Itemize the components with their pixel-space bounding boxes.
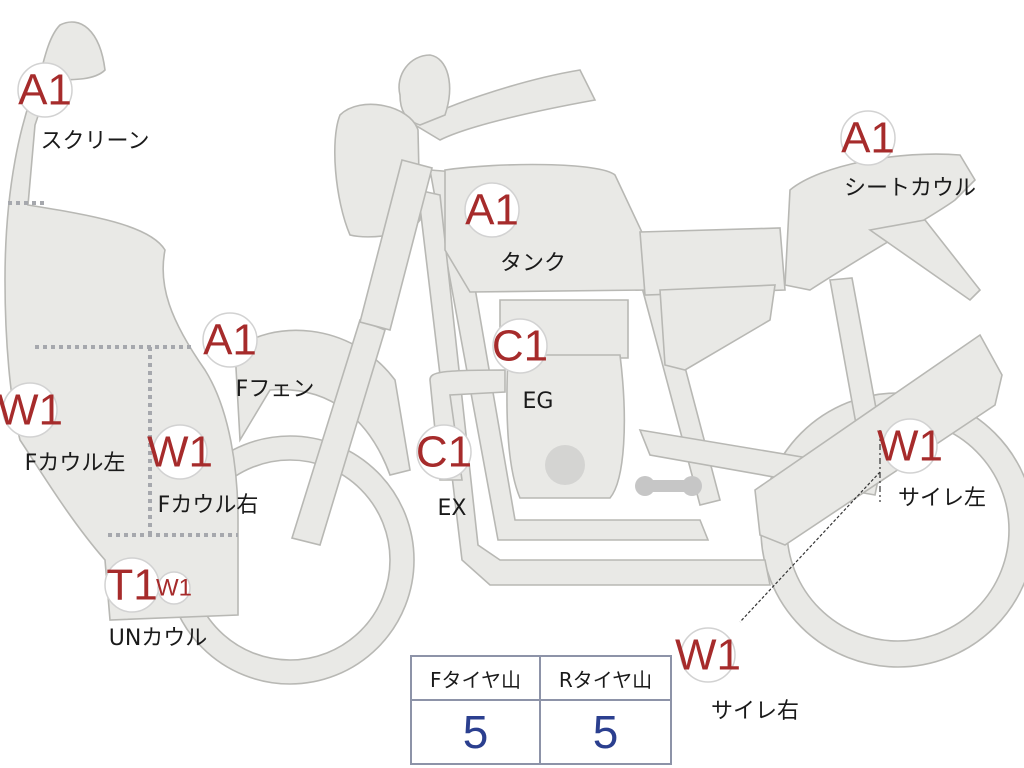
part-name: スクリーン: [41, 129, 150, 154]
grade-code: T1: [106, 561, 157, 610]
grade-circle: [840, 110, 896, 166]
part-name: タンク: [500, 251, 566, 276]
engine-block: [506, 354, 626, 499]
tail-fin: [867, 219, 982, 302]
grade-code: W1: [675, 631, 741, 680]
part-label-muffler-right: W1 サイレ右: [675, 627, 799, 724]
part-name: Fフェン: [236, 377, 315, 402]
grade-code: C1: [492, 322, 548, 371]
grade-circle: [2, 382, 58, 438]
engine-cover: [545, 445, 585, 485]
fork-upper: [359, 159, 433, 331]
grade-circle-secondary: [157, 571, 191, 605]
grade-circle: [492, 318, 548, 374]
part-label-tank: A1 タンク: [464, 182, 566, 276]
grade-code: A1: [203, 316, 257, 365]
part-label-screen: A1 スクリーン: [17, 62, 150, 154]
grade-code-secondary: W1: [156, 575, 192, 602]
front-tire-value: 5: [412, 701, 541, 763]
grade-circle: [464, 182, 520, 238]
grade-code: C1: [416, 428, 472, 477]
part-name: EG: [523, 389, 554, 414]
rear-tire-label: Rタイヤ山: [541, 657, 670, 701]
part-name: UNカウル: [109, 626, 208, 651]
grade-code: W1: [147, 428, 213, 477]
handlebar: [413, 69, 597, 141]
grade-code: A1: [18, 66, 72, 115]
grade-circle: [882, 418, 938, 474]
part-label-seat-cowl: A1 シートカウル: [840, 110, 976, 201]
grade-circle: [17, 62, 73, 118]
seat: [639, 227, 786, 296]
tire-tread-table: Fタイヤ山 Rタイヤ山 5 5: [410, 655, 672, 765]
muffler: [754, 333, 1003, 546]
grade-code: A1: [465, 186, 519, 235]
grade-code: W1: [0, 386, 63, 435]
part-name: サイレ左: [898, 486, 986, 511]
part-name: Fカウル左: [25, 451, 126, 476]
part-name: シートカウル: [844, 176, 976, 201]
grade-circle: [152, 424, 208, 480]
rear-axle-bolt: [635, 476, 702, 496]
grade-circle: [680, 627, 736, 683]
part-name: EX: [438, 496, 467, 521]
leader-lines: [739, 430, 881, 623]
grade-circle: [416, 424, 472, 480]
part-name: Fカウル右: [158, 493, 259, 518]
front-tire-label: Fタイヤ山: [412, 657, 541, 701]
side-cover: [659, 284, 776, 371]
seat-cowl: [784, 153, 977, 291]
rear-tire-value: 5: [592, 706, 619, 758]
grade-circle: [202, 312, 258, 368]
part-name: サイレ右: [711, 699, 799, 724]
grade-code: W1: [877, 422, 943, 471]
part-label-muffler-left: W1 サイレ左: [877, 418, 986, 511]
grade-code: A1: [841, 114, 895, 163]
